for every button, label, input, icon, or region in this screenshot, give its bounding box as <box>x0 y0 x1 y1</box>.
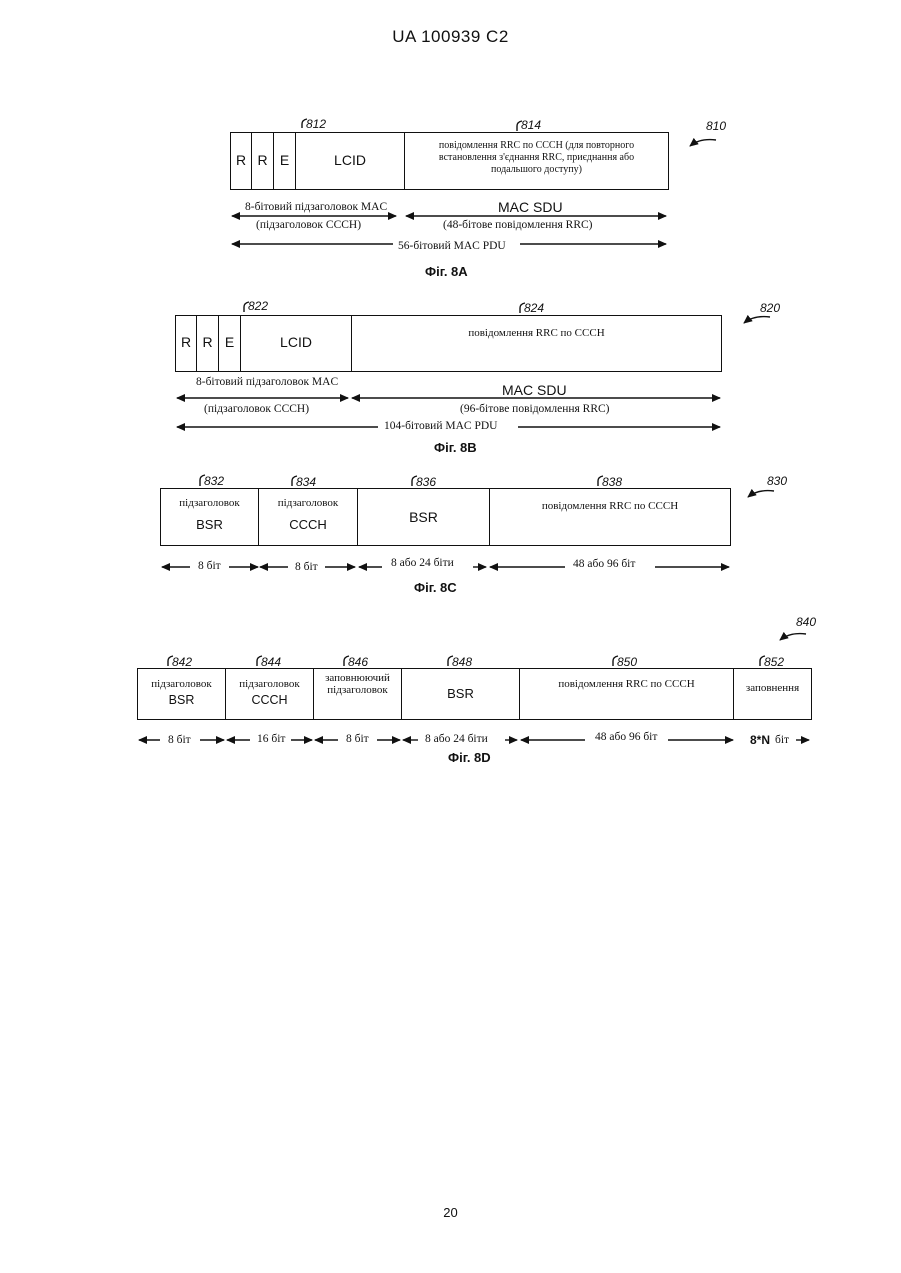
dimension-arrows <box>0 0 901 1273</box>
